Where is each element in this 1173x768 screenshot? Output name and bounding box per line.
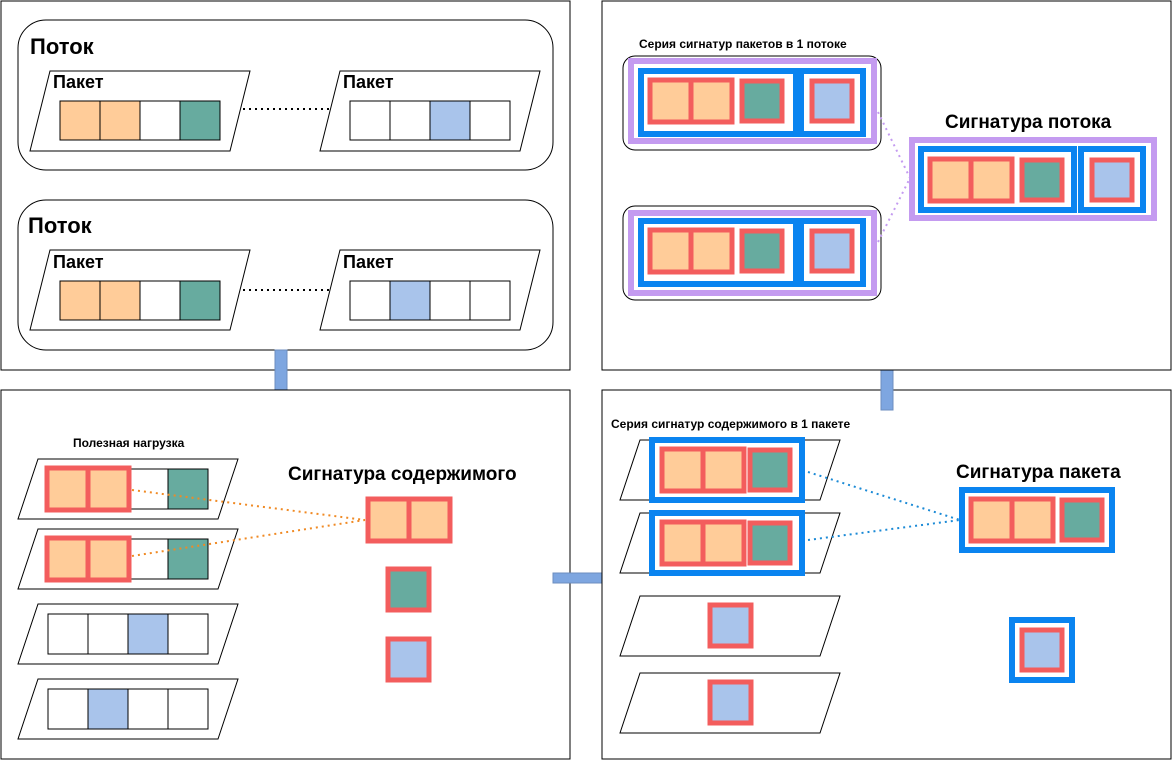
packet-series-row-1 xyxy=(619,437,841,503)
payload-packet-3 xyxy=(17,603,239,665)
flow-1: Поток Пакет Пакет xyxy=(17,19,554,171)
connector-dots xyxy=(807,471,961,521)
content-signature-label: Сигнатура содержимого xyxy=(288,464,517,485)
flow-1-packet-2: Пакет xyxy=(319,70,541,152)
content-signature-2 xyxy=(385,566,432,613)
flow-series-row-2 xyxy=(622,205,882,301)
flow-2-packet-2: Пакет xyxy=(319,249,541,331)
packet-label: Пакет xyxy=(53,252,104,272)
flow-series-row-1 xyxy=(622,55,882,151)
packet-signature-2 xyxy=(1009,617,1075,683)
packet-signature-1 xyxy=(959,487,1115,553)
panel-packet-signature: Серия сигнатур содержимого в 1 пакете xyxy=(601,389,1172,760)
packet-label: Пакет xyxy=(53,72,104,92)
packet-label: Пакет xyxy=(343,72,394,92)
content-signature-3 xyxy=(385,636,432,683)
panel-payload: Полезная нагрузка xyxy=(0,389,571,760)
content-signature-1 xyxy=(365,496,453,544)
payload-packet-1 xyxy=(17,458,239,520)
flow-1-packet-1: Пакет xyxy=(29,70,251,152)
payload-label: Полезная нагрузка xyxy=(73,436,185,450)
packet-series-row-3 xyxy=(619,595,841,657)
flow-2-packet-1: Пакет xyxy=(29,249,251,331)
flow-2: Поток Пакет Пакет xyxy=(17,199,554,351)
panel-flow-signature: Серия сигнатур пакетов в 1 потоке xyxy=(601,0,1172,371)
packet-signature-label: Сигнатура пакета xyxy=(956,462,1121,483)
flow-signature-label: Сигнатура потока xyxy=(945,112,1112,133)
connector-dots xyxy=(807,519,961,541)
connector-dots xyxy=(877,111,911,179)
flow-2-label: Поток xyxy=(28,213,93,238)
payload-packet-2 xyxy=(17,528,239,590)
packet-label: Пакет xyxy=(343,252,394,272)
packet-series-row-4 xyxy=(619,672,841,734)
flow-series-label: Серия сигнатур пакетов в 1 потоке xyxy=(639,37,847,51)
packet-series-label: Серия сигнатур содержимого в 1 пакете xyxy=(611,417,850,431)
flow-signature xyxy=(909,137,1157,221)
flow-1-label: Поток xyxy=(30,34,95,59)
packet-series-row-2 xyxy=(619,510,841,576)
panel-flows: Поток Пакет Пакет Поток xyxy=(0,0,571,371)
payload-packet-4 xyxy=(17,678,239,740)
